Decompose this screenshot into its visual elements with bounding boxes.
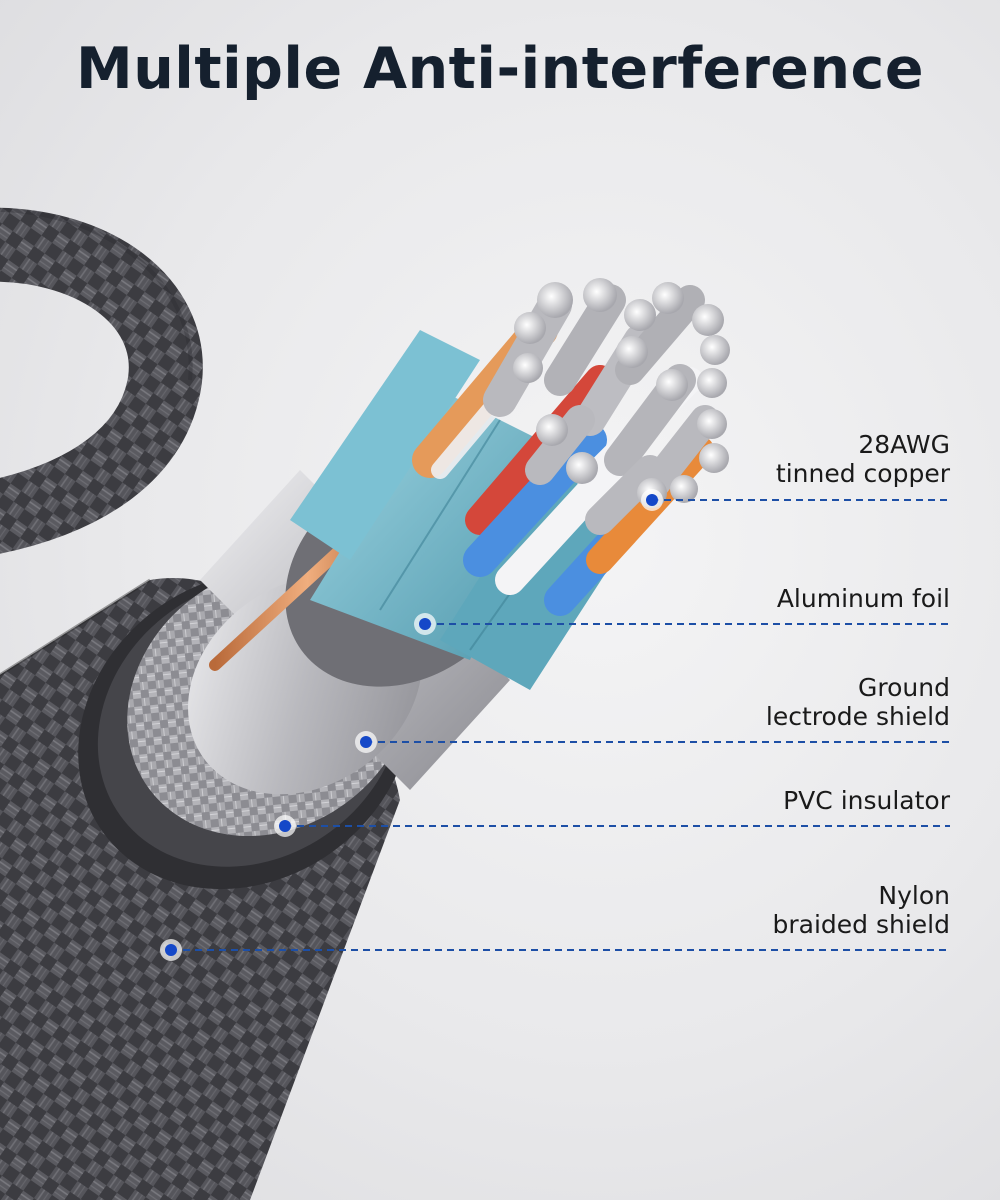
label-line: Aluminum foil (776, 584, 950, 613)
tinned-copper-strands (483, 278, 730, 535)
label-line: Nylon (878, 881, 950, 910)
label-nylon-braid: Nylon braided shield (773, 881, 951, 939)
label-line: tinned copper (775, 459, 950, 488)
label-pvc-insulator: PVC insulator (783, 786, 950, 815)
marker-nylon-braid (160, 939, 182, 961)
label-tinned-copper: 28AWG tinned copper (776, 430, 950, 488)
marker-pvc-insulator (274, 815, 296, 837)
label-line: PVC insulator (783, 786, 950, 815)
marker-ground-shield (355, 731, 377, 753)
marker-tinned-copper (641, 489, 663, 511)
label-line: lectrode shield (765, 702, 950, 731)
coiled-cable-loop (0, 207, 203, 554)
label-line: braided shield (772, 910, 951, 939)
page-title: Multiple Anti-interference (76, 36, 924, 102)
label-line: Ground (858, 673, 950, 702)
label-aluminum-foil: Aluminum foil (777, 584, 950, 613)
markers (160, 489, 663, 961)
label-ground-shield: Ground lectrode shield (766, 673, 950, 731)
marker-aluminum-foil (414, 613, 436, 635)
label-line: 28AWG (858, 430, 950, 459)
leader-lines (171, 499, 950, 951)
